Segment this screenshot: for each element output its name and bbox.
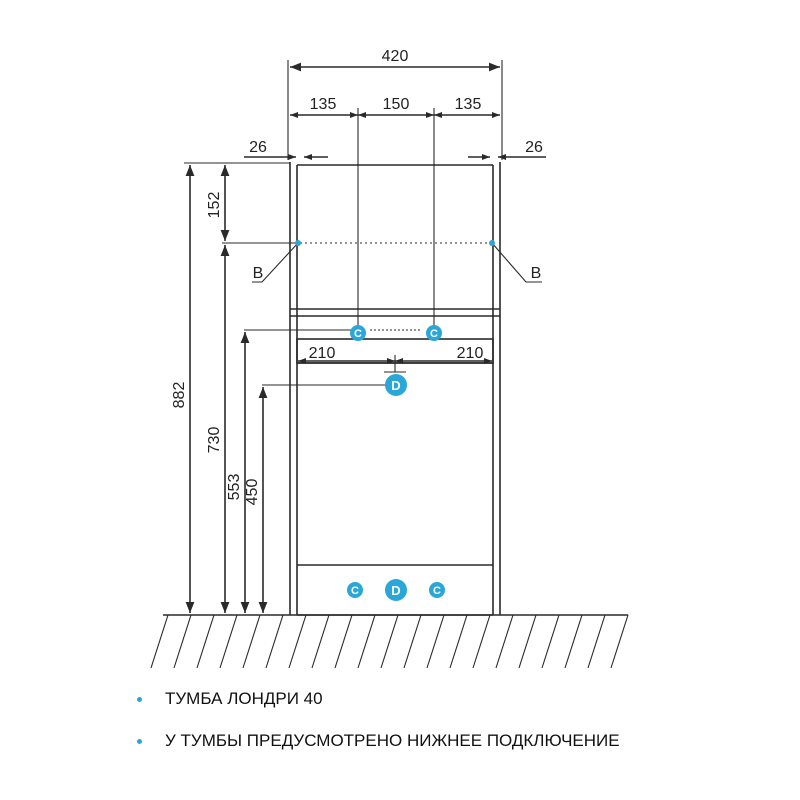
point-b-left bbox=[295, 240, 301, 246]
dim-152-label: 152 bbox=[206, 192, 223, 219]
dim-26-left-label: 26 bbox=[249, 139, 267, 156]
bullet-icon bbox=[137, 697, 142, 702]
dim-210-left-label: 210 bbox=[309, 345, 336, 362]
dim-210-right-label: 210 bbox=[457, 345, 484, 362]
dimension-side-thickness: 26 26 bbox=[244, 139, 546, 160]
notes-list: ТУМБА ЛОНДРИ 40 У ТУМБЫ ПРЕДУСМОТРЕНО НИ… bbox=[133, 684, 773, 768]
marker-d-lower: D bbox=[385, 579, 407, 601]
marker-b-right-label: B bbox=[531, 265, 542, 282]
bullet-icon bbox=[137, 739, 142, 744]
dimension-segments: 135 150 135 bbox=[290, 96, 500, 330]
note-connection-text: У ТУМБЫ ПРЕДУСМОТРЕНО НИЖНЕЕ ПОДКЛЮЧЕНИЕ bbox=[165, 731, 620, 750]
svg-text:C: C bbox=[430, 328, 438, 340]
dimension-overall-width: 420 bbox=[287, 48, 503, 160]
marker-b-left-label: B bbox=[253, 265, 264, 282]
dim-730-label: 730 bbox=[206, 427, 223, 454]
point-b-right bbox=[489, 240, 495, 246]
dim-450-label: 450 bbox=[244, 479, 261, 506]
svg-text:D: D bbox=[391, 583, 400, 598]
dim-26-right-label: 26 bbox=[525, 139, 543, 156]
leader-b-right: B bbox=[491, 242, 542, 283]
svg-text:C: C bbox=[354, 328, 362, 340]
leader-b-left: B bbox=[252, 242, 299, 283]
svg-text:C: C bbox=[433, 585, 441, 597]
marker-c-upper-right: C bbox=[426, 325, 442, 341]
marker-c-lower-right: C bbox=[429, 582, 445, 598]
connection-points: C C D C D C bbox=[295, 240, 495, 601]
floor-hatching bbox=[150, 614, 629, 669]
marker-c-upper-left: C bbox=[350, 325, 366, 341]
svg-text:C: C bbox=[351, 585, 359, 597]
marker-d-upper: D bbox=[385, 374, 407, 396]
note-connection: У ТУМБЫ ПРЕДУСМОТРЕНО НИЖНЕЕ ПОДКЛЮЧЕНИЕ bbox=[133, 726, 773, 768]
dim-135-right-label: 135 bbox=[455, 96, 482, 113]
dim-150-label: 150 bbox=[383, 96, 410, 113]
marker-c-lower-left: C bbox=[347, 582, 363, 598]
dim-135-left-label: 135 bbox=[310, 96, 337, 113]
dimension-halves: 210 210 bbox=[298, 345, 492, 372]
note-model: ТУМБА ЛОНДРИ 40 bbox=[133, 684, 773, 726]
svg-text:D: D bbox=[391, 378, 400, 393]
dim-420-label: 420 bbox=[382, 48, 409, 65]
dim-553-label: 553 bbox=[226, 474, 243, 501]
dim-882-label: 882 bbox=[171, 382, 188, 409]
dimension-heights: 882 152 730 553 450 bbox=[171, 162, 394, 613]
note-model-text: ТУМБА ЛОНДРИ 40 bbox=[165, 689, 323, 708]
